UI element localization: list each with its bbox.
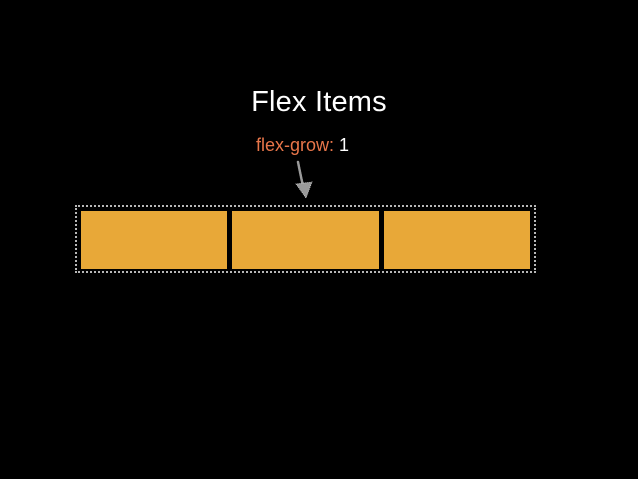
property-value: 1 [339,135,350,155]
slide-title: Flex Items [251,86,387,118]
flex-item-1 [81,211,228,269]
property-name: flex-grow: [256,135,335,155]
flex-container [75,205,536,273]
arrow-down-icon [295,160,313,199]
property-label: flex-grow: 1 [256,134,349,156]
flex-item-3 [383,211,530,269]
flex-item-2 [232,211,379,269]
